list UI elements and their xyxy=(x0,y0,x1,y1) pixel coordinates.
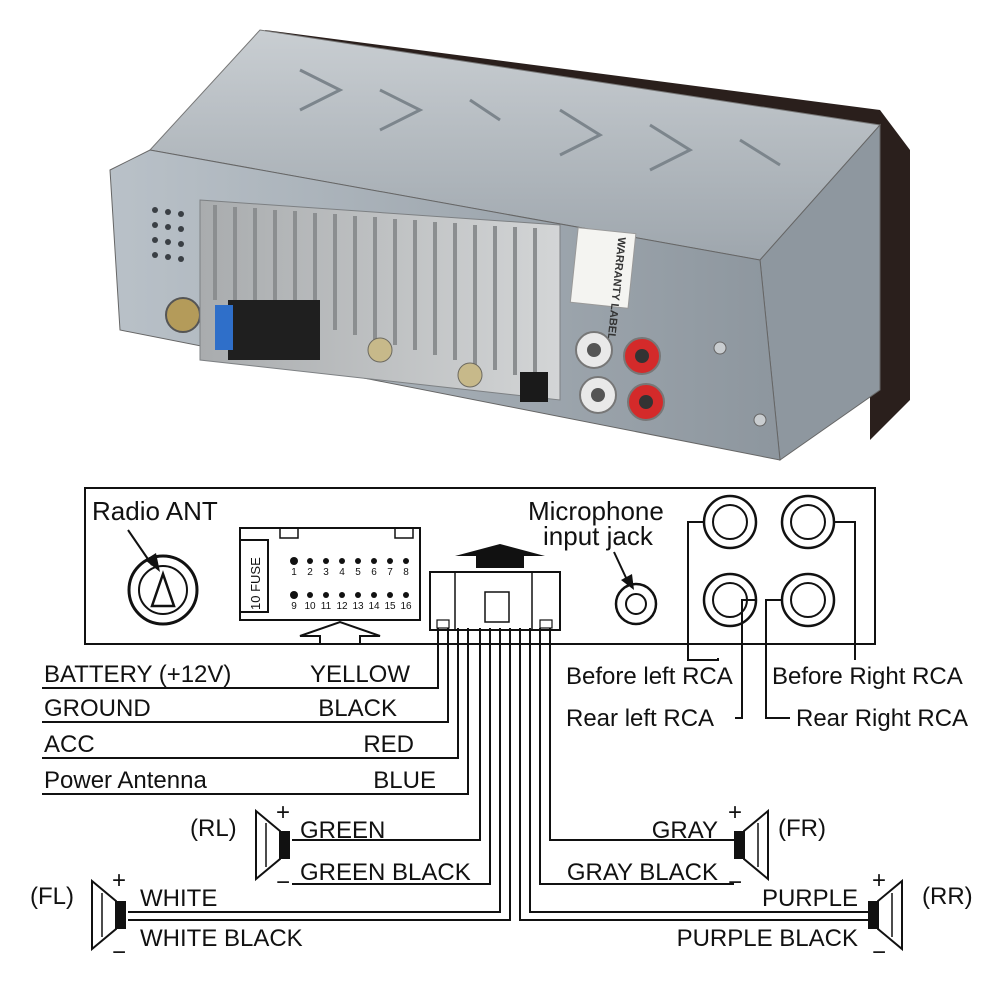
rr-minus: − xyxy=(872,939,886,966)
screw xyxy=(753,413,767,427)
insert-arrow-icon xyxy=(299,620,381,645)
rear-left-rca-label: Rear left RCA xyxy=(566,705,714,732)
rca-jack-before-right xyxy=(780,494,836,550)
connector-pin xyxy=(387,558,393,564)
radio-ant-label: Radio ANT xyxy=(92,496,218,526)
connector-pin xyxy=(323,592,329,598)
connector-pin xyxy=(355,592,361,598)
fr-pos-label: GRAY xyxy=(652,817,718,844)
power-wires xyxy=(42,628,469,795)
rear-right-rca-label: Rear Right RCA xyxy=(796,705,968,732)
iso-connector-photo xyxy=(215,300,320,360)
mic-label-line1: Microphone xyxy=(528,496,664,526)
mic-jack-photo xyxy=(520,372,548,402)
pin-number: 4 xyxy=(339,567,345,578)
antenna-socket-icon xyxy=(127,554,199,626)
pin-number: 9 xyxy=(291,601,297,612)
connector-pin xyxy=(290,557,298,565)
pin-number: 11 xyxy=(321,601,332,612)
pin-number: 14 xyxy=(368,601,380,612)
speaker-fr-icon xyxy=(734,808,769,882)
acc-label: ACC xyxy=(44,731,95,758)
fr-plus: + xyxy=(728,799,742,826)
connector-pin xyxy=(355,558,361,564)
battery-label: BATTERY (+12V) xyxy=(44,661,231,688)
ground-label: GROUND xyxy=(44,695,151,722)
connector-pin xyxy=(403,558,409,564)
mic-label-line2: input jack xyxy=(543,521,654,551)
speaker-rl-icon xyxy=(255,808,290,882)
pin-number: 2 xyxy=(307,567,313,578)
power-antenna-label: Power Antenna xyxy=(44,767,207,794)
pin-number: 13 xyxy=(352,601,364,612)
pin-number: 5 xyxy=(355,567,361,578)
pin-row-bottom: 9 10 11 12 13 14 15 16 xyxy=(290,591,412,612)
rl-plus: + xyxy=(276,799,290,826)
connector-pin xyxy=(339,558,345,564)
mic-pointer xyxy=(613,551,629,583)
fr-tag: (FR) xyxy=(778,815,826,842)
pin-number: 7 xyxy=(387,567,393,578)
battery-color: YELLOW xyxy=(310,661,410,688)
left-speaker-wires xyxy=(128,628,511,921)
pin-number: 8 xyxy=(403,567,409,578)
connector-pin xyxy=(403,592,409,598)
fl-tag: (FL) xyxy=(30,883,74,910)
connector-pin xyxy=(290,591,298,599)
power-antenna-color: BLUE xyxy=(373,767,436,794)
connector-pin xyxy=(371,592,377,598)
grille-dots xyxy=(152,207,184,262)
rca-jack-before-left xyxy=(702,494,758,550)
iso-connector: 10 FUSE xyxy=(239,527,421,621)
fr-minus: − xyxy=(728,869,742,896)
fl-plus: + xyxy=(112,867,126,894)
rr-neg-label: PURPLE BLACK xyxy=(677,925,858,952)
ground-color: BLACK xyxy=(318,695,397,722)
pin-number: 3 xyxy=(323,567,329,578)
fuse-label: 10 FUSE xyxy=(248,557,263,610)
fr-neg-label: GRAY BLACK xyxy=(567,859,718,886)
before-right-rca-label: Before Right RCA xyxy=(772,663,963,690)
head-unit-photo: WARRANTY LABEL xyxy=(109,29,910,461)
pin-number: 12 xyxy=(336,601,348,612)
warranty-sticker: WARRANTY LABEL xyxy=(569,227,637,341)
rl-neg-label: GREEN BLACK xyxy=(300,859,471,886)
pin-number: 6 xyxy=(371,567,377,578)
rl-tag: (RL) xyxy=(190,815,237,842)
rr-pos-label: PURPLE xyxy=(762,885,858,912)
mic-jack-icon xyxy=(614,582,658,626)
screw xyxy=(713,341,727,355)
connector-pin xyxy=(387,592,393,598)
rr-plus: + xyxy=(872,867,886,894)
connector-pin xyxy=(323,558,329,564)
fl-pos-label: WHITE xyxy=(140,885,217,912)
pin-number: 10 xyxy=(304,601,316,612)
connector-pin xyxy=(307,558,313,564)
antenna-socket-photo xyxy=(165,297,201,333)
right-speaker-wires xyxy=(519,628,868,921)
rl-pos-label: GREEN xyxy=(300,817,385,844)
pin-number: 16 xyxy=(400,601,412,612)
fl-minus: − xyxy=(112,939,126,966)
top-vents xyxy=(299,68,781,172)
rca-leaders xyxy=(687,521,856,719)
connector-pin xyxy=(307,592,313,598)
mic-arrowhead xyxy=(621,574,634,590)
pin-number: 1 xyxy=(291,567,297,578)
acc-color: RED xyxy=(363,731,414,758)
wire-harness-plug xyxy=(429,544,561,631)
rca-jacks-photo xyxy=(575,331,665,421)
fl-neg-label: WHITE BLACK xyxy=(140,925,303,952)
rr-tag: (RR) xyxy=(922,883,973,910)
pin-number: 15 xyxy=(384,601,396,612)
connector-pin xyxy=(339,592,345,598)
before-left-rca-label: Before left RCA xyxy=(566,663,733,690)
speaker-rr-icon xyxy=(868,878,903,952)
rca-jack-rear-right xyxy=(780,572,836,628)
speaker-fl-icon xyxy=(91,878,126,952)
connector-pin xyxy=(371,558,377,564)
rl-minus: − xyxy=(276,869,290,896)
